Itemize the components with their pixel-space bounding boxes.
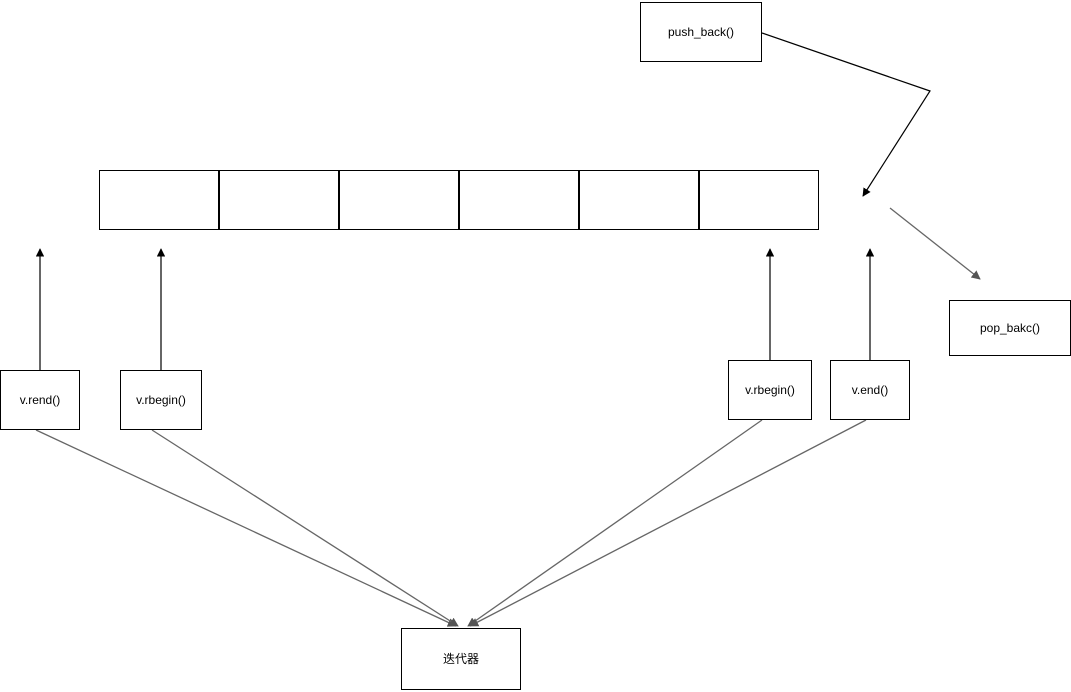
node-v-rbegin-left: v.rbegin() xyxy=(120,370,202,430)
node-label-v-end: v.end() xyxy=(851,382,889,397)
vector-cell xyxy=(219,170,339,230)
edge-v-rbegin-right-to-iterator xyxy=(467,419,763,627)
node-label-v-rbegin-left: v.rbegin() xyxy=(136,392,186,407)
vector-cell xyxy=(579,170,699,230)
node-v-rbegin-right: v.rbegin() xyxy=(728,360,812,420)
node-push-back: push_back() xyxy=(640,2,762,62)
edge-v-rend-to-iterator xyxy=(35,429,457,627)
node-v-end: v.end() xyxy=(830,360,910,420)
edge-vector-to-pop-bakc xyxy=(889,207,981,280)
node-label-v-rend: v.rend() xyxy=(19,392,61,407)
node-pop-bakc: pop_bakc() xyxy=(949,300,1071,356)
node-label-iterator: 迭代器 xyxy=(442,651,479,666)
node-label-pop-bakc: pop_bakc() xyxy=(979,320,1041,335)
vector-cell xyxy=(99,170,219,230)
vector-cell xyxy=(699,170,819,230)
edge-v-end-to-iterator xyxy=(469,419,867,627)
node-v-rend: v.rend() xyxy=(0,370,80,430)
vector-cell xyxy=(339,170,459,230)
vector-cell xyxy=(459,170,579,230)
node-iterator: 迭代器 xyxy=(401,628,521,690)
node-label-push-back: push_back() xyxy=(667,24,735,39)
node-label-v-rbegin-right: v.rbegin() xyxy=(745,382,795,397)
edge-v-rbegin-left-to-iterator xyxy=(151,429,459,627)
